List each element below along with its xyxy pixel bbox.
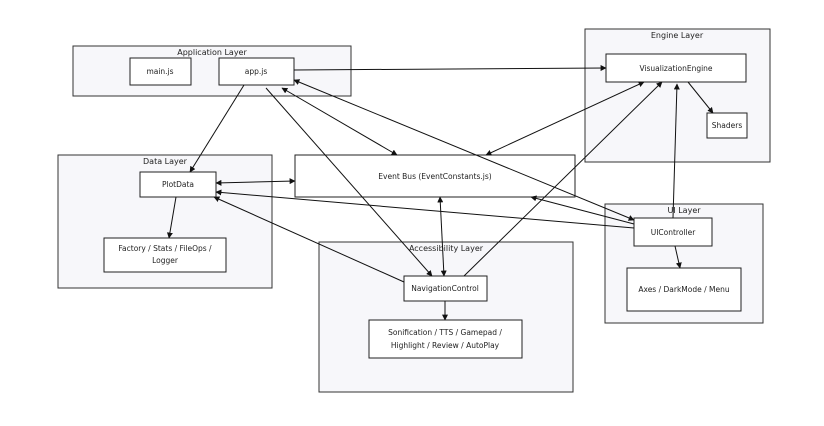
node-navigation-control-label: NavigationControl bbox=[411, 284, 479, 293]
node-ui-controller-label: UIController bbox=[651, 228, 697, 237]
engine-layer: Engine Layer bbox=[584, 28, 771, 163]
node-ui-components: Axes / DarkMode / Menu bbox=[626, 267, 742, 312]
node-accessibility-features: Sonification / TTS / Gamepad / Highlight… bbox=[368, 319, 523, 359]
accessibility-layer: Accessibility Layer bbox=[318, 241, 574, 393]
ui-layer-title: UI Layer bbox=[667, 206, 701, 215]
data-layer-title: Data Layer bbox=[143, 157, 188, 166]
edge-ui-controller-event-bus bbox=[530, 195, 635, 225]
edge-nav-to-viz-engine bbox=[463, 81, 663, 277]
edge-viz-engine-shaders bbox=[687, 81, 714, 114]
edge-nav-control-plot-data bbox=[213, 196, 405, 283]
node-data-utils-line2: Logger bbox=[152, 256, 179, 265]
accessibility-layer-title: Accessibility Layer bbox=[409, 244, 484, 253]
node-data-utils: Factory / Stats / FileOps / Logger bbox=[103, 237, 227, 273]
node-plot-data-label: PlotData bbox=[162, 180, 194, 189]
node-main-js: main.js bbox=[129, 57, 192, 86]
edge-app-to-plot-data bbox=[189, 84, 245, 173]
edge-event-bus-viz-engine bbox=[485, 81, 645, 156]
edge-ui-controller-to-viz-engine bbox=[672, 83, 680, 219]
edge-ui-controller-plot-data bbox=[215, 189, 635, 229]
node-visualization-engine: VisualizationEngine bbox=[605, 53, 747, 83]
edge-app-event-bus bbox=[281, 87, 398, 156]
edge-event-bus-nav-control bbox=[437, 196, 447, 277]
node-app-js-label: app.js bbox=[245, 67, 268, 76]
application-layer: Application Layer bbox=[72, 45, 352, 97]
application-layer-title: Application Layer bbox=[177, 48, 247, 57]
node-ui-components-label: Axes / DarkMode / Menu bbox=[638, 285, 730, 294]
node-data-utils-line1: Factory / Stats / FileOps / bbox=[118, 244, 212, 253]
node-visualization-engine-label: VisualizationEngine bbox=[639, 64, 712, 73]
edge-plot-data-to-data-utils bbox=[166, 196, 177, 239]
node-app-js: app.js bbox=[218, 57, 295, 86]
node-event-bus-label: Event Bus (EventConstants.js) bbox=[378, 172, 491, 181]
node-shaders-label: Shaders bbox=[712, 121, 743, 130]
node-ui-controller: UIController bbox=[633, 217, 713, 247]
edge-app-to-viz-engine bbox=[293, 65, 607, 72]
node-main-js-label: main.js bbox=[146, 67, 173, 76]
engine-layer-title: Engine Layer bbox=[651, 31, 704, 40]
edge-ui-controller-to-ui-components bbox=[674, 245, 682, 269]
edges bbox=[166, 65, 714, 321]
node-accessibility-features-line1: Sonification / TTS / Gamepad / bbox=[388, 328, 502, 337]
node-plot-data: PlotData bbox=[139, 171, 217, 198]
node-shaders: Shaders bbox=[706, 112, 748, 139]
node-navigation-control: NavigationControl bbox=[403, 275, 488, 302]
node-accessibility-features-line2: Highlight / Review / AutoPlay bbox=[391, 341, 500, 350]
edge-plot-data-event-bus bbox=[215, 178, 296, 186]
edge-app-ui-controller bbox=[293, 79, 635, 221]
node-event-bus: Event Bus (EventConstants.js) bbox=[294, 154, 576, 198]
